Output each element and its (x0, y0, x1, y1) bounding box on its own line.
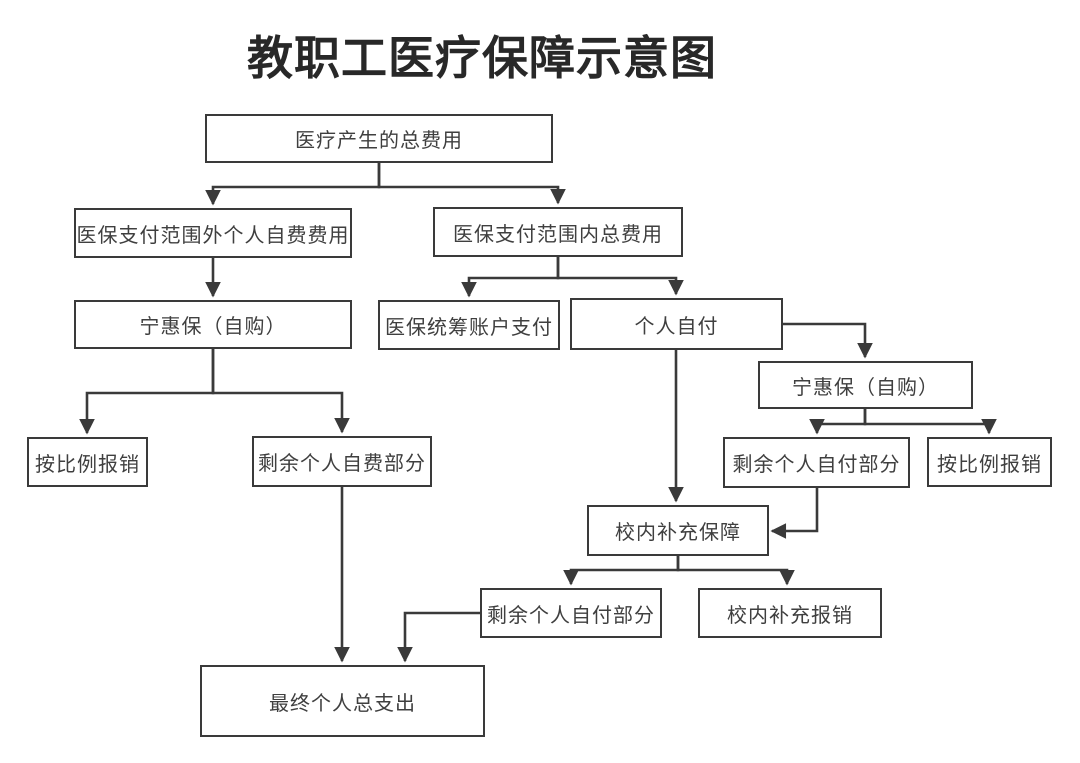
edge-campus-supplement-to-remaining-bottom (563, 556, 680, 586)
node-ninghuibao-right: 宁惠保（自购） (758, 361, 973, 409)
diagram-title: 教职工医疗保障示意图 (247, 32, 717, 84)
node-personal-self-pay: 个人自付 (570, 298, 783, 350)
edge-remaining-right-to-campus-supplement (770, 488, 819, 539)
node-ninghuibao-left: 宁惠保（自购） (74, 300, 352, 349)
node-final-total: 最终个人总支出 (200, 665, 485, 737)
node-prorata-left: 按比例报销 (27, 437, 148, 487)
node-campus-supplement: 校内补充保障 (587, 505, 769, 556)
edge-total-to-outside (205, 163, 381, 206)
node-remaining-self-funded: 剩余个人自费部分 (252, 436, 432, 487)
edge-ninghuibao-left-to-remaining (211, 349, 350, 434)
node-prorata-right: 按比例报销 (927, 437, 1052, 487)
edge-selfpay-to-ninghuibao-right (783, 322, 873, 359)
edge-remaining-bottom-to-final (397, 611, 480, 663)
edge-inside-to-pooled (461, 257, 560, 298)
edge-ninghuibao-right-to-remaining (809, 409, 867, 435)
edge-campus-supplement-to-campus-reimbursement (676, 556, 795, 586)
edge-ninghuibao-left-to-prorata (79, 349, 215, 435)
edge-total-to-inside (377, 163, 566, 205)
node-remaining-self-pay-bottom: 剩余个人自付部分 (480, 588, 662, 638)
node-inside-scope: 医保支付范围内总费用 (433, 207, 683, 257)
edge-ninghuibao-right-to-prorata (863, 409, 997, 435)
node-pooled-account: 医保统筹账户支付 (378, 300, 560, 350)
edge-inside-to-selfpay (556, 257, 684, 296)
node-total-cost: 医疗产生的总费用 (205, 114, 553, 163)
node-outside-scope: 医保支付范围外个人自费费用 (74, 208, 352, 258)
node-remaining-self-pay-right: 剩余个人自付部分 (723, 437, 910, 488)
node-campus-reimbursement: 校内补充报销 (698, 588, 882, 638)
